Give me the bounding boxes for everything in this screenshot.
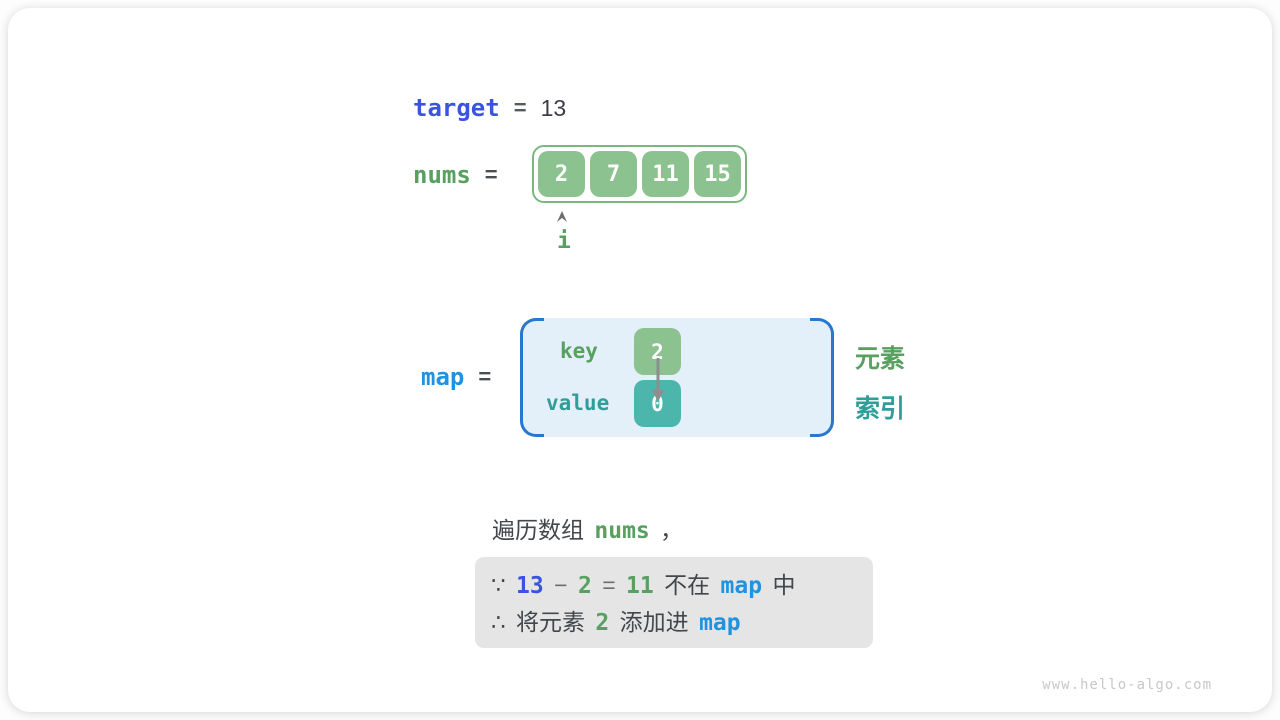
array-cell: 15 [694, 151, 741, 197]
key-to-value-arrow-icon [652, 358, 664, 402]
nums-keyword: nums [413, 161, 471, 189]
target-row: target = 13 [413, 94, 566, 122]
text-segment: 中 [762, 572, 796, 598]
text-segment: 遍历数组 [492, 517, 595, 543]
text-segment: 13 [516, 573, 544, 599]
map-equals: = [478, 364, 492, 389]
array-cell: 7 [590, 151, 637, 197]
pointer-label: i [557, 228, 571, 254]
text-segment: map [699, 610, 741, 636]
text-segment: 添加进 [609, 609, 700, 635]
map-bracket-left-icon [520, 318, 544, 437]
target-keyword: target [413, 94, 500, 122]
text-segment: nums [594, 518, 650, 544]
text-segment: 2 [577, 573, 592, 599]
array-cell: 2 [538, 151, 585, 197]
text-segment: ， [649, 517, 684, 543]
target-value: 13 [540, 94, 567, 121]
text-segment: ∵ [491, 572, 517, 598]
text-segment: ∴ 将元素 [491, 609, 596, 635]
nums-equals: = [484, 162, 498, 187]
text-segment: − [543, 572, 578, 598]
text-segment: = [591, 572, 627, 598]
note-box: ∵ 13 − 2 = 11 不在 map 中 ∴ 将元素 2 添加进 map [475, 557, 873, 648]
text-segment: 不在 [653, 572, 721, 598]
nums-label-row: nums = [413, 161, 498, 189]
target-equals: = [513, 95, 527, 120]
map-bracket-right-icon [810, 318, 834, 437]
map-label-row: map = [421, 363, 491, 391]
nums-array: 2 7 11 15 [532, 145, 747, 203]
text-segment: map [720, 573, 763, 599]
watermark: www.hello-algo.com [1042, 677, 1212, 693]
map-value-label: value [546, 391, 610, 415]
note-line-1: ∵ 13 − 2 = 11 不在 map 中 [491, 567, 857, 604]
text-segment: 11 [626, 573, 654, 599]
array-cell: 11 [642, 151, 689, 197]
index-label: 索引 [855, 395, 906, 423]
element-label: 元素 [855, 345, 906, 373]
map-key-label: key [560, 339, 598, 363]
note-line-2: ∴ 将元素 2 添加进 map [491, 604, 857, 641]
map-keyword: map [421, 363, 465, 391]
caption-line: 遍历数组 nums ， [492, 511, 683, 545]
pointer-caret-icon [557, 211, 567, 222]
text-segment: 2 [595, 610, 610, 636]
map-container: key 2 value 0 [520, 318, 834, 437]
